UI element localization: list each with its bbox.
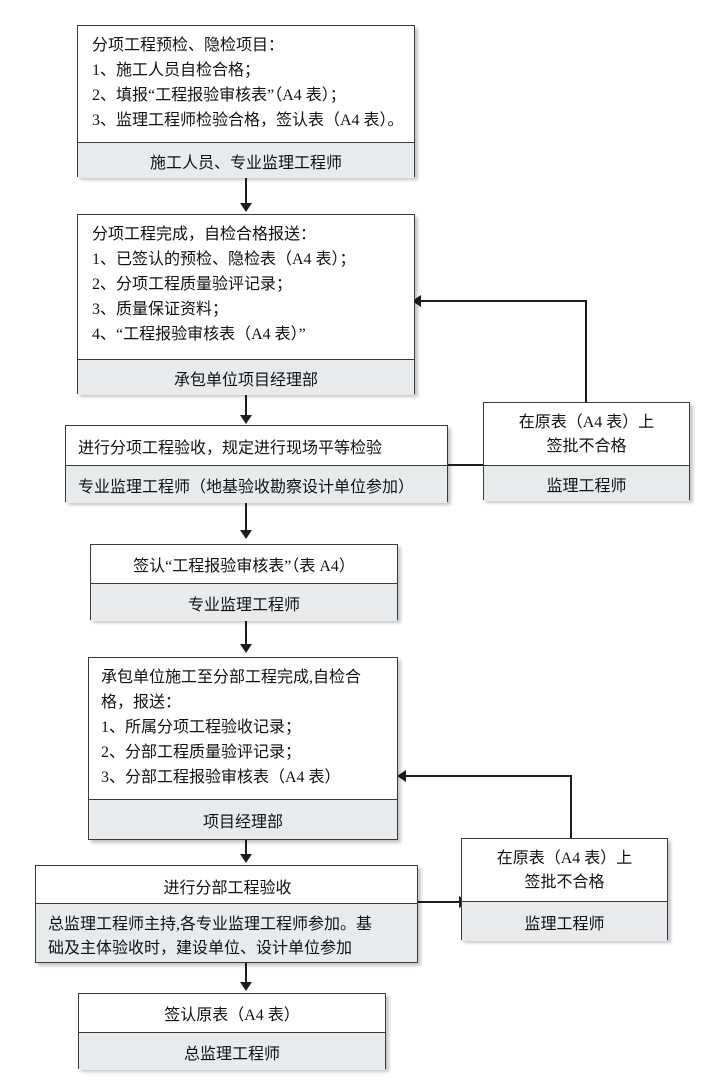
- connector-r1-feedback-vertical: [585, 300, 587, 403]
- connector-n4-n5: [245, 620, 247, 645]
- connector-r1-feedback-horizontal: [420, 300, 586, 302]
- node-preinspection-body: 分项工程预检、隐检项目： 1、施工人员自检合格； 2、填报“工程报验审核表”（A…: [78, 26, 414, 142]
- arrowhead-r2-feedback: [397, 770, 406, 782]
- node-division-complete-line: 承包单位施工至分部工程完成,自检合: [101, 669, 362, 686]
- node-preinspection-line: 分项工程预检、隐检项目：: [92, 37, 285, 54]
- node-preinspection-line: 1、施工人员自检合格；: [92, 61, 261, 79]
- node-subitem-complete-line: 1、已签认的预检、隐检表（A4 表）；: [92, 250, 356, 268]
- node-division-complete-line: 3、分部工程报验审核表（A4 表）: [101, 768, 341, 786]
- arrowhead-n1-n2: [240, 203, 252, 212]
- connector-n6-r2: [418, 901, 466, 903]
- node-subitem-complete-line: 2、分项工程质量验评记录；: [92, 275, 293, 293]
- connector-r2-feedback-horizontal: [405, 775, 571, 777]
- node-reject-division-body: 在原表（A4 表）上 签批不合格: [462, 839, 667, 901]
- connector-n5-n6: [245, 840, 247, 858]
- node-sign-report-form[interactable]: 签认“工程报验审核表”（表 A4） 专业监理工程师: [90, 544, 398, 621]
- node-sign-original-form[interactable]: 签认原表（A4 表） 总监理工程师: [78, 993, 386, 1070]
- node-sign-original-form-role: 总监理工程师: [79, 1032, 385, 1070]
- node-subitem-complete-line: 3、质量保证资料；: [92, 300, 229, 318]
- node-division-complete-role: 项目经理部: [89, 799, 397, 839]
- node-division-complete[interactable]: 承包单位施工至分部工程完成,自检合 格，报送： 1、所属分项工程验收记录； 2、…: [88, 657, 398, 840]
- node-reject-subitem-role: 监理工程师: [484, 465, 689, 501]
- arrowhead-n2-n3: [240, 415, 252, 424]
- node-division-acceptance-title: 进行分部工程验收: [36, 866, 417, 903]
- node-division-acceptance-detail: 总监理工程师主持,各专业监理工程师参加。基 础及主体验收时，建设单位、设计单位参…: [36, 903, 417, 962]
- node-subitem-acceptance[interactable]: 进行分项工程验收，规定进行现场平等检验 专业监理工程师（地基验收勘察设计单位参加…: [65, 425, 448, 503]
- node-reject-division-line: 签批不合格: [524, 874, 605, 891]
- node-subitem-complete-role: 承包单位项目经理部: [78, 359, 414, 395]
- connector-n3-r1: [448, 464, 488, 466]
- node-sign-report-form-body: 签认“工程报验审核表”（表 A4）: [91, 545, 397, 583]
- node-preinspection-role: 施工人员、专业监理工程师: [78, 142, 414, 178]
- arrowhead-n6-n7: [240, 982, 252, 991]
- node-division-complete-body: 承包单位施工至分部工程完成,自检合 格，报送： 1、所属分项工程验收记录； 2、…: [89, 658, 397, 799]
- node-reject-division-line: 在原表（A4 表）上: [496, 850, 633, 867]
- node-subitem-complete-line: 4、“工程报验审核表（A4 表）”: [92, 325, 306, 343]
- connector-n6-n7: [245, 963, 247, 985]
- connector-n1-n2: [245, 177, 247, 207]
- node-subitem-acceptance-body: 进行分项工程验收，规定进行现场平等检验: [66, 426, 447, 465]
- arrowhead-n5-n6: [240, 854, 252, 863]
- node-reject-division[interactable]: 在原表（A4 表）上 签批不合格 监理工程师: [461, 838, 668, 941]
- node-reject-subitem-body: 在原表（A4 表）上 签批不合格: [484, 403, 689, 465]
- node-subitem-complete-body: 分项工程完成，自检合格报送： 1、已签认的预检、隐检表（A4 表）； 2、分项工…: [78, 215, 414, 359]
- node-sign-report-form-role: 专业监理工程师: [91, 583, 397, 621]
- node-preinspection-line: 3、监理工程师检验合格，签认表（A4 表）。: [92, 111, 404, 129]
- node-division-acceptance-line: 总监理工程师主持,各专业监理工程师参加。基: [48, 916, 373, 933]
- connector-n3-n4: [245, 502, 247, 532]
- arrowhead-n3-n4: [240, 530, 252, 539]
- node-reject-subitem-line: 签批不合格: [546, 438, 627, 455]
- arrowhead-r1-feedback: [412, 295, 421, 307]
- node-subitem-acceptance-line: 进行分项工程验收，规定进行现场平等检验: [78, 439, 383, 457]
- node-preinspection-line: 2、填报“工程报验审核表”（A4 表）；: [92, 86, 346, 104]
- node-sign-report-form-line: 签认“工程报验审核表”（表 A4）: [133, 558, 355, 575]
- node-division-complete-line: 2、分部工程质量验评记录；: [101, 743, 302, 761]
- node-sign-original-form-body: 签认原表（A4 表）: [79, 994, 385, 1032]
- node-preinspection[interactable]: 分项工程预检、隐检项目： 1、施工人员自检合格； 2、填报“工程报验审核表”（A…: [77, 25, 415, 178]
- connector-n2-n3: [245, 393, 247, 417]
- node-subitem-complete[interactable]: 分项工程完成，自检合格报送： 1、已签认的预检、隐检表（A4 表）； 2、分项工…: [77, 214, 415, 395]
- node-reject-division-role: 监理工程师: [462, 901, 667, 941]
- node-reject-subitem[interactable]: 在原表（A4 表）上 签批不合格 监理工程师: [483, 402, 690, 501]
- node-subitem-acceptance-role: 专业监理工程师（地基验收勘察设计单位参加）: [66, 465, 447, 503]
- arrowhead-n4-n5: [240, 644, 252, 653]
- connector-r2-feedback-vertical: [570, 775, 572, 839]
- node-sign-original-form-line: 签认原表（A4 表）: [164, 1007, 300, 1024]
- node-division-complete-line: 格，报送：: [101, 693, 182, 711]
- node-division-complete-line: 1、所属分项工程验收记录；: [101, 718, 302, 736]
- node-reject-subitem-line: 在原表（A4 表）上: [518, 414, 655, 431]
- node-division-acceptance[interactable]: 进行分部工程验收 总监理工程师主持,各专业监理工程师参加。基 础及主体验收时，建…: [35, 865, 418, 963]
- node-division-acceptance-line: 础及主体验收时，建设单位、设计单位参加: [48, 940, 353, 957]
- node-subitem-complete-line: 分项工程完成，自检合格报送：: [92, 226, 317, 243]
